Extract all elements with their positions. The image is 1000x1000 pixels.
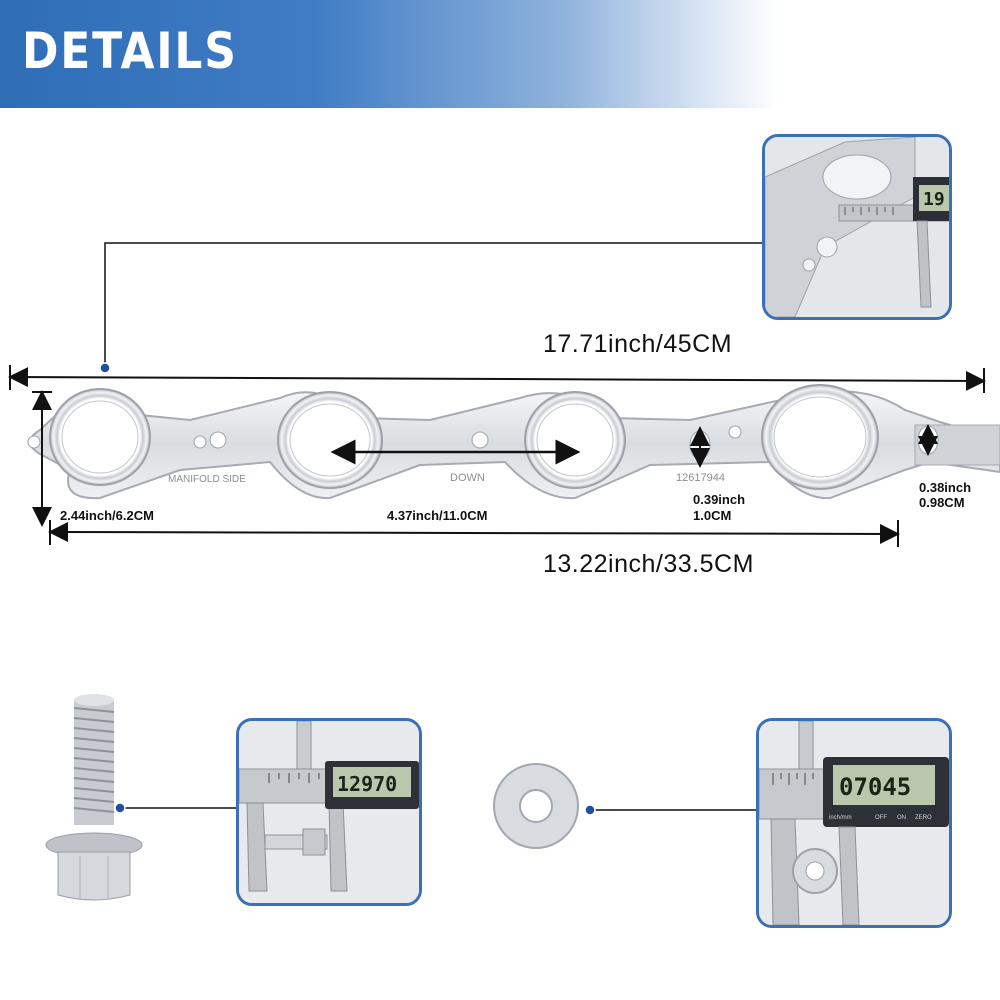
gasket-stamp-down: DOWN [450, 472, 485, 484]
hole-width-label-cm: 1.0CM [693, 508, 732, 523]
tab-width-label-cm: 0.98CM [919, 495, 965, 510]
bolt-caliper-inset: 12970 [236, 718, 422, 906]
overall-length-label: 17.71inch/45CM [543, 330, 733, 358]
washer-caliper-inset: 07045 inch/mm OFF ON ZERO [756, 718, 952, 928]
caliper-zero-button-label: ZERO [915, 815, 932, 821]
gasket-caliper-reading: 19 [923, 189, 945, 210]
connector-dot [99, 362, 111, 374]
bolt-caliper-reading: 12970 [337, 772, 397, 796]
port-height-label: 2.44inch/6.2CM [60, 508, 154, 523]
gasket-caliper-inset: 19 [762, 134, 952, 320]
port-spacing-label: 4.37inch/11.0CM [387, 508, 488, 523]
bolt-image [45, 694, 143, 901]
tab-width-label-inch: 0.38inch [919, 480, 972, 495]
port-span-label: 13.22inch/33.5CM [543, 550, 754, 578]
gasket-stamp-part-number: 12617944 [676, 472, 725, 484]
connector-dot [114, 802, 126, 814]
washer-image [493, 763, 579, 849]
connector-dot [584, 804, 596, 816]
caliper-off-button-label: OFF [875, 815, 887, 821]
gasket-stamp-manifold-side: MANIFOLD SIDE [168, 474, 246, 485]
overall-length-arrow [8, 367, 986, 391]
port-span-arrow [48, 522, 900, 544]
inset-connector-line [104, 242, 768, 368]
washer-caliper-reading: 07045 [839, 773, 911, 801]
details-title: DETAILS [22, 22, 238, 80]
caliper-unit-button-label: inch/mm [829, 815, 852, 821]
caliper-on-button-label: ON [897, 815, 906, 821]
details-banner [0, 0, 780, 108]
hole-width-label-inch: 0.39inch [693, 492, 746, 507]
